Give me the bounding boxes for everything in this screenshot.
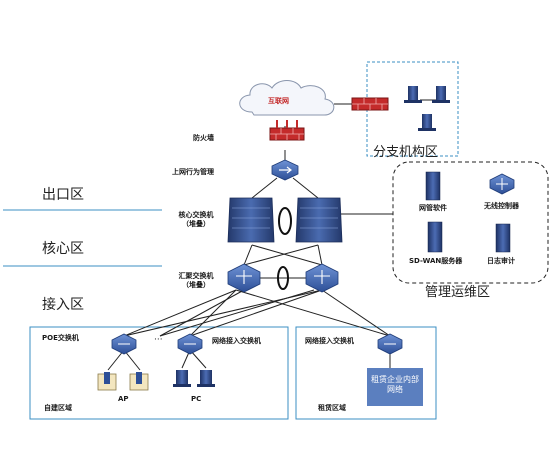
internet-label: 互联网	[268, 97, 289, 105]
mgmt-area-box	[392, 161, 549, 284]
sdwan-server-icon	[427, 221, 443, 253]
agg-switch-left-icon	[227, 263, 261, 293]
rent-area-label: 租赁区域	[318, 404, 346, 412]
access-switch-2-icon	[377, 333, 403, 355]
core-switch-label: 核心交换机 （堆叠）	[172, 211, 220, 229]
links	[107, 99, 436, 371]
zone-lines	[3, 209, 162, 267]
ap-icons	[97, 372, 149, 391]
branch-zone-label: 分支机构区	[373, 145, 439, 160]
access-switch-1-icon	[177, 333, 203, 355]
log-audit-server-icon	[495, 223, 511, 253]
self-area-box	[29, 326, 289, 420]
mgmt-zone-label: 管理运维区	[425, 285, 491, 300]
wireless-controller-icon	[489, 173, 515, 195]
agg-stack-note: （堆叠）	[182, 280, 210, 289]
agg-switch-name: 汇聚交换机	[178, 272, 214, 280]
nms-server-icon	[425, 171, 441, 201]
core-switch-left-icon	[227, 197, 275, 243]
internet-cloud-icon	[239, 80, 335, 116]
agg-stack-ring-icon	[277, 266, 289, 290]
behavior-mgmt-icon	[271, 159, 299, 181]
more-switches-ellipsis: ···	[154, 335, 163, 345]
self-area-label: 自建区域	[44, 404, 72, 412]
tenant-network-box	[367, 368, 423, 406]
core-switch-name: 核心交换机	[178, 211, 214, 219]
rent-area-box	[295, 326, 437, 420]
access-switch-2-label: 网络接入交换机	[305, 337, 354, 345]
access-switch-1-label: 网络接入交换机	[212, 337, 261, 345]
nms-label: 网管软件	[419, 204, 447, 212]
exit-zone-label: 出口区	[42, 187, 84, 203]
branch-firewall-icon	[351, 97, 389, 111]
pc-icons	[173, 370, 215, 387]
poe-switch-icon	[111, 333, 137, 355]
core-stack-ring-icon	[278, 207, 292, 235]
behavior-mgmt-label: 上网行为管理	[172, 168, 214, 176]
core-stack-note: （堆叠）	[182, 219, 210, 228]
access-zone-label: 接入区	[42, 297, 84, 313]
log-audit-label: 日志审计	[487, 257, 515, 265]
sdwan-label: SD-WAN服务器	[409, 257, 463, 265]
core-zone-label: 核心区	[42, 241, 84, 257]
ap-label: AP	[118, 395, 129, 403]
pc-label: PC	[191, 395, 202, 403]
agg-switch-label: 汇聚交换机 （堆叠）	[172, 272, 220, 290]
firewall-label: 防火墙	[193, 134, 214, 142]
firewall-icon	[269, 120, 305, 141]
agg-switch-right-icon	[305, 263, 339, 293]
core-switch-right-icon	[295, 197, 343, 243]
wlc-label: 无线控制器	[484, 202, 519, 210]
branch-server-icons	[404, 86, 450, 131]
tenant-network-label: 租赁企业内部网络	[371, 375, 419, 395]
poe-switch-label: POE交换机	[42, 334, 79, 342]
